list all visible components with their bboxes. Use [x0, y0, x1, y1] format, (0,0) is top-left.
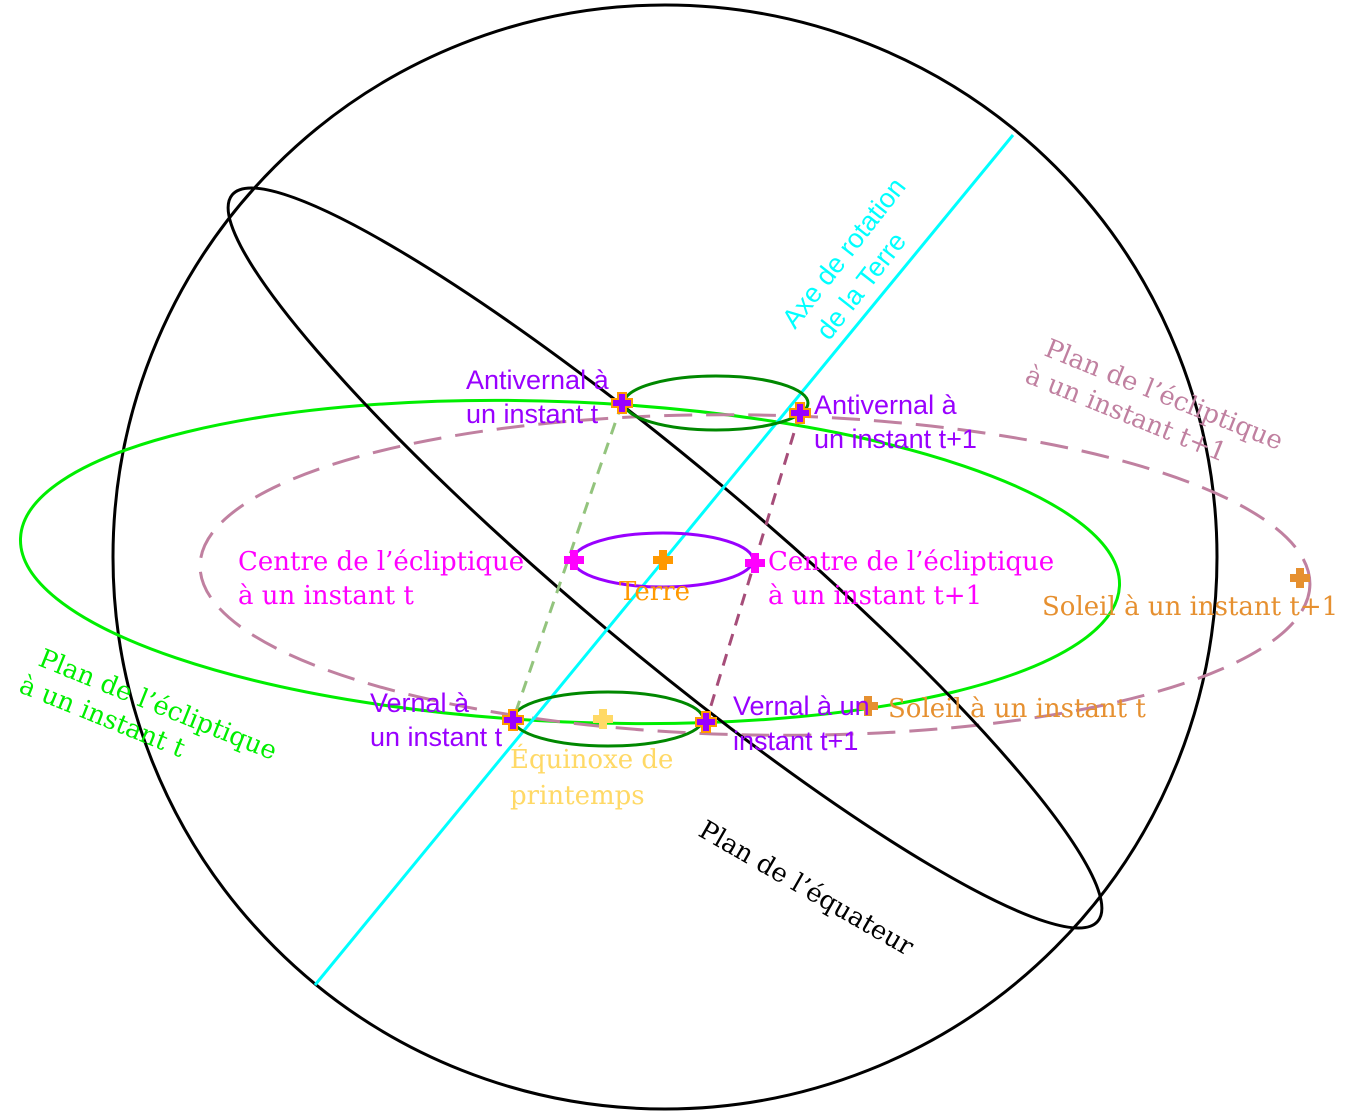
sun-t-label: Soleil à un instant t — [888, 694, 1146, 724]
centre-t1-label-1: Centre de l’écliptique — [768, 547, 1054, 577]
ecliptic-plane-t1 — [198, 413, 1312, 737]
antivernal-t1-label-2: un instant t+1 — [814, 424, 977, 454]
vernal-t-label-2: un instant t — [370, 722, 503, 752]
antivernal-t-label-2: un instant t — [466, 399, 599, 429]
sun-t1-label: Soleil à un instant t+1 — [1042, 592, 1338, 622]
centre-t-label-1: Centre de l’écliptique — [238, 547, 524, 577]
guide-line-t1 — [704, 412, 802, 723]
celestial-sphere — [111, 3, 1219, 1111]
guide-line-t — [511, 402, 624, 721]
vernal-t1-label-1: Vernal à un — [733, 691, 870, 721]
earth-label: Terre — [619, 577, 690, 607]
ecliptic-plane-t — [18, 398, 1122, 726]
centre-t1-label-2: à un instant t+1 — [768, 581, 982, 611]
equinox-label-2: printemps — [510, 781, 645, 811]
centre-t-label-2: à un instant t — [238, 581, 414, 611]
vernal-t1-label-2: instant t+1 — [733, 726, 858, 756]
vernal-t-label-1: Vernal à — [370, 688, 470, 718]
antivernal-t-label-1: Antivernal à — [466, 365, 610, 395]
antivernal-t1-label-1: Antivernal à — [814, 390, 958, 420]
antivernal-orbit — [622, 374, 810, 432]
equinox-label-1: Équinoxe de — [510, 743, 673, 775]
